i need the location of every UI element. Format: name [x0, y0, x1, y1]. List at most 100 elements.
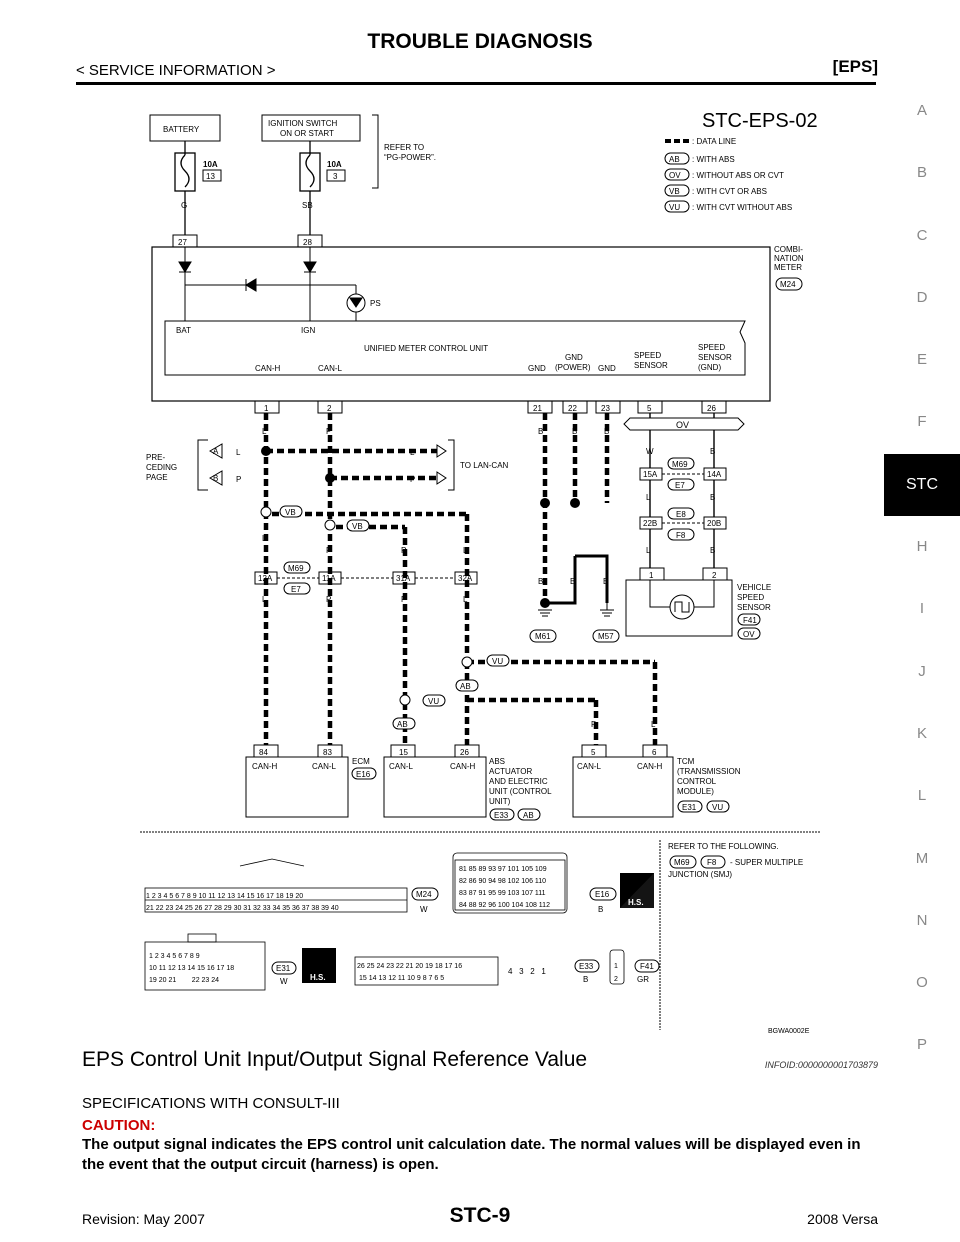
svg-text:VU: VU [669, 203, 680, 212]
svg-text:VB: VB [285, 508, 296, 517]
svg-text:F8: F8 [707, 858, 717, 867]
side-index-item[interactable]: K [916, 724, 927, 742]
side-index-item[interactable]: I [919, 600, 925, 618]
footer-model: 2008 Versa [807, 1211, 878, 1227]
side-index-item[interactable]: L [917, 787, 927, 805]
svg-text:“PG-POWER”.: “PG-POWER”. [384, 153, 436, 162]
svg-text:1 2 3 4 5 6 7 8 9 10 11 12 13: 1 2 3 4 5 6 7 8 9 10 11 12 13 14 15 16 1… [146, 893, 303, 900]
svg-text:GND: GND [528, 364, 546, 373]
side-index-item[interactable]: O [916, 974, 928, 992]
side-index-item[interactable]: P [916, 1036, 927, 1054]
diagram-legend: : DATA LINE AB: WITH ABS OV: WITHOUT ABS… [664, 137, 792, 213]
svg-text:SPEED: SPEED [634, 351, 661, 360]
svg-text:CAN-L: CAN-L [312, 762, 337, 771]
svg-text:32A: 32A [458, 574, 473, 583]
svg-text:L: L [262, 427, 267, 436]
svg-text:SENSOR: SENSOR [737, 603, 771, 612]
svg-text:VU: VU [428, 697, 439, 706]
svg-text:: DATA LINE: : DATA LINE [692, 137, 736, 146]
svg-text:5: 5 [591, 748, 596, 757]
wiring-diagram: STC-EPS-02 : DATA LINE AB: WITH ABS OV: … [140, 110, 820, 1035]
svg-text:B: B [583, 975, 588, 984]
svg-text:82 86 90 94 98 102 106 110: 82 86 90 94 98 102 106 110 [459, 878, 546, 885]
side-index-item[interactable]: M [915, 849, 929, 867]
svg-text:21 22 23 24 25 26 27 28 29 30: 21 22 23 24 25 26 27 28 29 30 31 32 33 3… [146, 905, 339, 912]
svg-text:2: 2 [712, 571, 717, 580]
svg-text:11A: 11A [322, 574, 336, 583]
side-index-item[interactable]: B [916, 164, 927, 182]
svg-text:27: 27 [178, 238, 187, 247]
svg-text:10A: 10A [327, 160, 342, 169]
side-index-item[interactable]: F [917, 413, 927, 431]
svg-text:1: 1 [264, 404, 269, 413]
svg-text:ABS: ABS [489, 757, 505, 766]
svg-text:CAN-H: CAN-H [637, 762, 663, 771]
svg-text:M24: M24 [780, 280, 796, 289]
svg-text:19 20 21 22 23 24: 19 20 21 22 23 24 [149, 977, 219, 984]
svg-text:L: L [410, 448, 415, 457]
svg-text:AB: AB [460, 682, 471, 691]
svg-text:L: L [651, 720, 656, 729]
side-index-item[interactable]: A [916, 102, 927, 119]
svg-text:2: 2 [614, 976, 618, 983]
svg-text:CAN-H: CAN-H [255, 364, 281, 373]
svg-text:B: B [603, 577, 608, 586]
svg-text:CEDING: CEDING [146, 463, 177, 472]
svg-text:14A: 14A [707, 470, 722, 479]
svg-text:E33: E33 [579, 962, 594, 971]
svg-text:(GND): (GND) [698, 363, 721, 372]
svg-text:F41: F41 [640, 962, 654, 971]
svg-text:A: A [213, 447, 219, 456]
svg-text:B: B [572, 427, 577, 436]
svg-text:E7: E7 [291, 585, 301, 594]
svg-text:M24: M24 [416, 890, 432, 899]
header-rule [76, 82, 876, 85]
svg-text:OV: OV [676, 420, 689, 430]
svg-text:BAT: BAT [176, 326, 191, 335]
caution-text: The output signal indicates the EPS cont… [82, 1136, 861, 1173]
side-index-item[interactable]: N [916, 911, 928, 929]
side-index-item[interactable]: STC [884, 453, 960, 517]
svg-text:M69: M69 [672, 460, 688, 469]
svg-text:5: 5 [647, 404, 652, 413]
svg-text:H.S.: H.S. [310, 973, 326, 982]
battery-label: BATTERY [163, 125, 200, 134]
svg-text:10 11 12 13 14 15 16 17 18: 10 11 12 13 14 15 16 17 18 [149, 965, 234, 972]
ignition-box [261, 114, 361, 142]
svg-text:REFER TO THE FOLLOWING.: REFER TO THE FOLLOWING. [668, 842, 779, 851]
footer-revision: Revision: May 2007 [82, 1211, 205, 1227]
side-index-item[interactable]: J [918, 662, 926, 680]
svg-text:26 25 24 23 22 21 20 19 18 17: 26 25 24 23 22 21 20 19 18 17 16 [357, 963, 462, 970]
svg-text:2: 2 [327, 404, 332, 413]
svg-text:4 3 2 1: 4 3 2 1 [508, 967, 546, 976]
svg-text:P: P [326, 427, 331, 436]
svg-text:: WITH ABS: : WITH ABS [692, 155, 735, 164]
vehicle-speed-sensor-box [625, 579, 733, 637]
svg-text:15A: 15A [643, 470, 658, 479]
svg-text:21: 21 [533, 404, 542, 413]
svg-text:ON OR START: ON OR START [280, 129, 334, 138]
svg-text:AB: AB [523, 811, 534, 820]
svg-text:6: 6 [652, 748, 657, 757]
svg-text:L: L [463, 595, 468, 604]
svg-text:G: G [181, 201, 187, 210]
side-index-item[interactable]: D [916, 288, 928, 306]
footer-page-number: STC-9 [449, 1204, 511, 1227]
svg-text:SPEED: SPEED [698, 343, 725, 352]
svg-text:OV: OV [743, 630, 755, 639]
caution-heading: CAUTION: [82, 1117, 156, 1134]
page-title: TROUBLE DIAGNOSIS [367, 30, 593, 53]
side-index-item[interactable]: H [916, 538, 928, 556]
svg-text:20B: 20B [707, 519, 721, 528]
svg-text:GND: GND [598, 364, 616, 373]
svg-text:ECM: ECM [352, 757, 370, 766]
side-index-item[interactable]: C [916, 226, 928, 244]
svg-text:B: B [538, 577, 543, 586]
svg-text:JUNCTION (SMJ): JUNCTION (SMJ) [668, 870, 732, 879]
side-index-item[interactable]: E [916, 351, 927, 369]
svg-text:10A: 10A [203, 160, 218, 169]
svg-text:VU: VU [492, 657, 503, 666]
svg-text:B: B [710, 493, 715, 502]
svg-text:B: B [604, 427, 609, 436]
svg-text:W: W [280, 977, 288, 986]
